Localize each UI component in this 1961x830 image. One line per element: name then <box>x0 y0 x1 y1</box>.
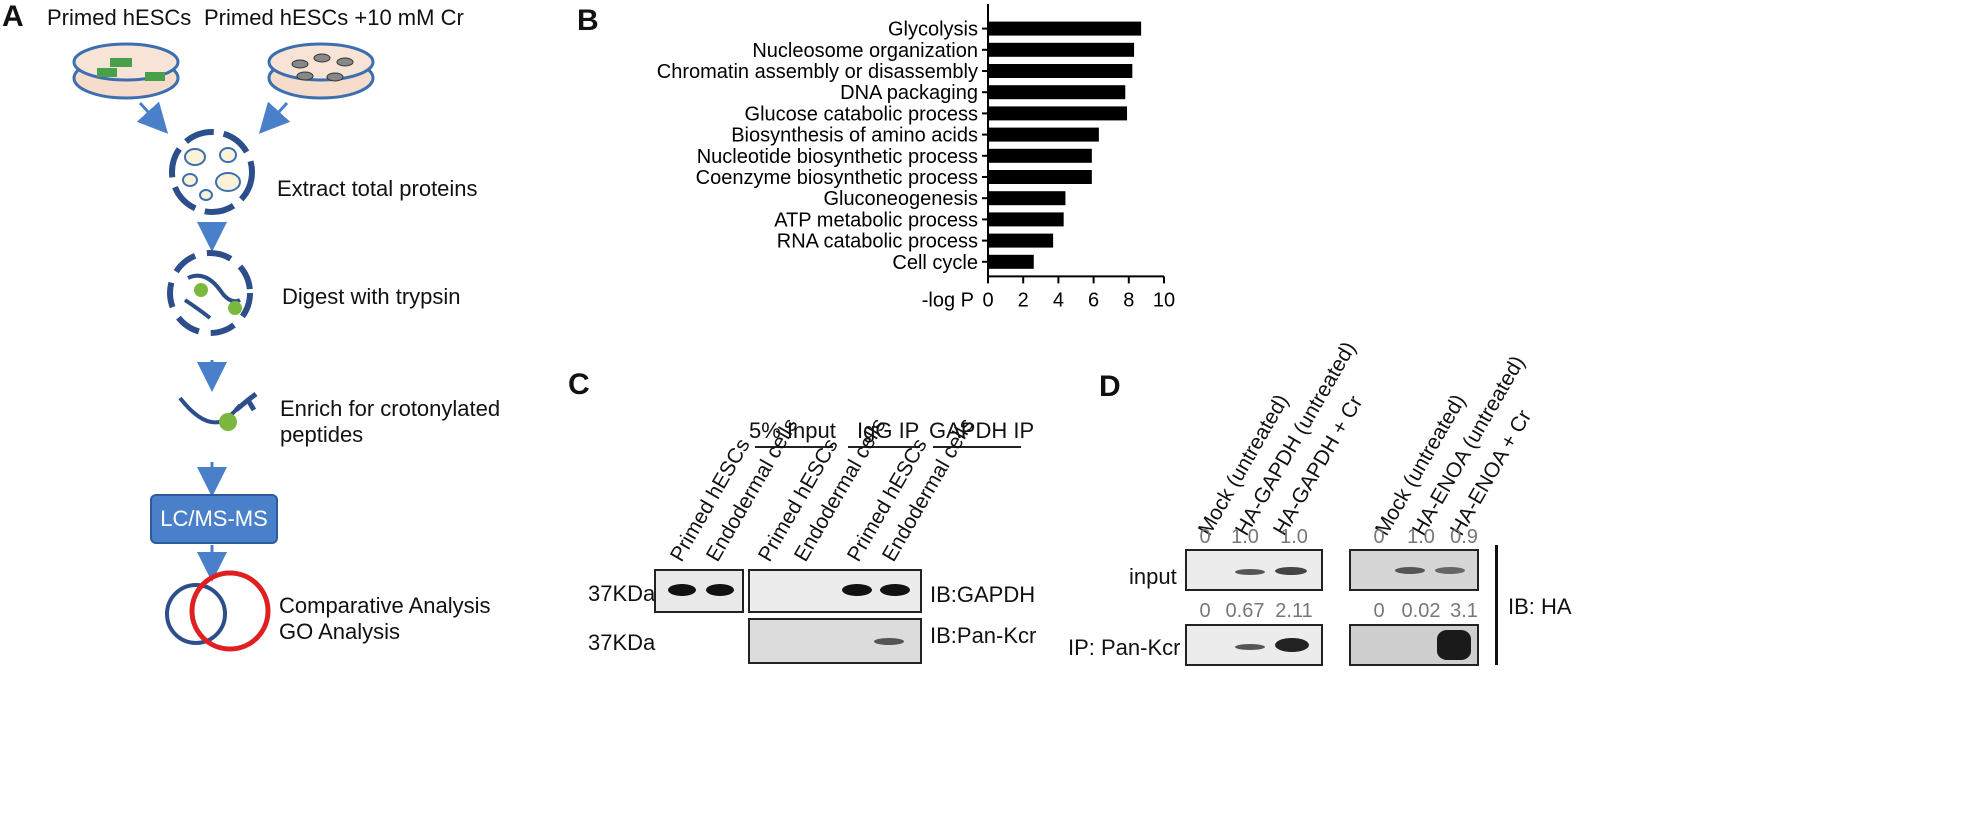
input-value-1: 0 <box>1199 526 1211 548</box>
x-tick-label: 8 <box>1123 289 1134 311</box>
panel-letter-d: D <box>1099 370 1121 403</box>
bar <box>988 127 1099 142</box>
group-line-igg <box>848 446 920 448</box>
x-tick-label: 10 <box>1153 289 1175 311</box>
x-tick-label: 6 <box>1088 289 1099 311</box>
category-label: DNA packaging <box>840 82 978 104</box>
blot-label-pankcr: IB:Pan-Kcr <box>930 623 1037 648</box>
bar <box>988 212 1064 227</box>
analysis-line-2: GO Analysis <box>279 619 401 644</box>
input-value-4: 0 <box>1373 526 1385 548</box>
group-line-input <box>755 446 833 448</box>
group-line-gapdh <box>933 446 1021 448</box>
category-label: RNA catabolic process <box>777 231 978 253</box>
blot-d-input-right <box>1349 549 1479 591</box>
bar <box>988 170 1092 184</box>
panel-letter-c: C <box>568 368 590 401</box>
blot-d-ip-right <box>1349 624 1479 666</box>
ib-bracket <box>1495 545 1498 665</box>
dish-right-label: Primed hESCs +10 mM Cr <box>204 5 464 30</box>
input-value-2: 1.0 <box>1231 526 1259 548</box>
blot-c-gapdh-left <box>654 569 744 613</box>
workflow-diagram <box>72 42 375 652</box>
row-label-ip: IP: Pan-Kcr <box>1068 635 1181 660</box>
bar <box>988 254 1034 269</box>
ip-value-4: 0 <box>1373 600 1385 622</box>
bar <box>988 191 1066 206</box>
petri-dish-left <box>72 42 180 100</box>
step-digest: Digest with trypsin <box>282 284 461 309</box>
x-tick-label: 4 <box>1053 289 1064 311</box>
x-tick-label: 0 <box>982 289 993 311</box>
bar <box>988 106 1128 121</box>
ip-value-3: 2.11 <box>1275 600 1313 622</box>
marker-37kda-2: 37KDa <box>588 630 656 655</box>
input-value-6: 0.9 <box>1450 526 1478 548</box>
category-label: Gluconeogenesis <box>823 188 978 210</box>
blot-c-gapdh-right <box>748 569 922 613</box>
blot-d-ip-left <box>1185 624 1323 666</box>
category-label: Biosynthesis of amino acids <box>731 125 978 147</box>
bar <box>988 233 1054 248</box>
digest-cell-icon <box>167 250 253 336</box>
ip-value-2: 0.67 <box>1225 600 1265 622</box>
category-label: Nucleotide biosynthetic process <box>697 146 978 168</box>
blot-d-input-left <box>1185 549 1323 591</box>
analysis-line-1: Comparative Analysis <box>279 593 491 618</box>
ip-value-5: 0.02 <box>1401 600 1441 622</box>
x-tick-label: 2 <box>1018 289 1029 311</box>
petri-dish-right <box>267 42 375 100</box>
input-value-5: 1.0 <box>1407 526 1435 548</box>
category-label: Coenzyme biosynthetic process <box>696 167 978 189</box>
input-value-3: 1.0 <box>1280 526 1308 548</box>
bar <box>988 85 1126 100</box>
ip-value-6: 3.1 <box>1450 600 1478 622</box>
row-label-input: input <box>1129 564 1177 589</box>
venn-diagram-icon <box>165 570 271 652</box>
category-label: Nucleosome organization <box>752 40 978 62</box>
category-label: Chromatin assembly or disassembly <box>657 61 978 83</box>
category-label: Glycolysis <box>888 19 978 41</box>
panel-letter-b: B <box>577 4 599 37</box>
panel-letter-a: A <box>2 0 24 33</box>
group-label-input: 5% Input <box>749 418 836 443</box>
step-enrich: Enrich for crotonylated <box>280 396 501 421</box>
antibody-peptide-icon <box>178 392 258 431</box>
ib-ha-label: IB: HA <box>1508 594 1572 619</box>
lcms-box: LC/MS-MS <box>150 494 278 544</box>
ip-value-1: 0 <box>1199 600 1211 622</box>
cell-proteins-icon <box>169 129 255 215</box>
group-label-gapdh: GAPDH IP <box>929 418 1035 443</box>
category-label: Cell cycle <box>892 252 978 274</box>
blot-label-gapdh: IB:GAPDH <box>930 582 1036 607</box>
blot-c-pankcr <box>748 618 922 664</box>
bar <box>988 148 1092 163</box>
bar <box>988 64 1133 78</box>
group-label-igg: IgG IP <box>857 418 920 443</box>
category-label: ATP metabolic process <box>774 209 978 231</box>
x-axis-label: -log P <box>922 289 974 311</box>
bar <box>988 42 1135 57</box>
step-extract: Extract total proteins <box>277 176 478 201</box>
category-label: Glucose catabolic process <box>745 103 978 125</box>
bar <box>988 21 1142 36</box>
dish-left-label: Primed hESCs <box>47 5 192 30</box>
step-enrich-2: peptides <box>280 422 364 447</box>
marker-37kda-1: 37KDa <box>588 581 656 606</box>
